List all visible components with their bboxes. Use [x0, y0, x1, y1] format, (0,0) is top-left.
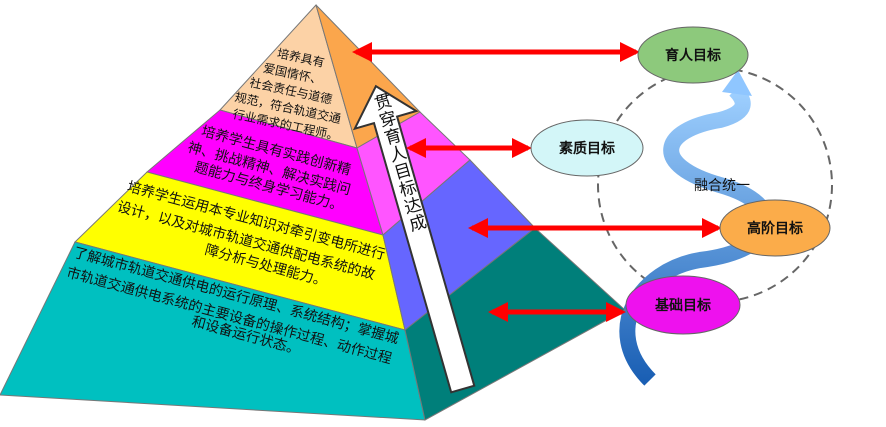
goal-4: 基础目标 — [625, 275, 741, 335]
goal-3: 高阶目标 — [719, 199, 831, 257]
svg-text:育人目标: 育人目标 — [665, 47, 721, 64]
goal-1: 育人目标 — [637, 26, 749, 84]
svg-text:基础目标: 基础目标 — [655, 297, 711, 314]
center-label: 融合统一 — [694, 178, 750, 194]
svg-text:高阶目标: 高阶目标 — [747, 220, 803, 237]
connector-arrows — [352, 42, 722, 322]
svg-text:素质目标: 素质目标 — [559, 140, 615, 157]
goal-2: 素质目标 — [530, 119, 644, 177]
spiral-arrow-head — [722, 70, 752, 96]
